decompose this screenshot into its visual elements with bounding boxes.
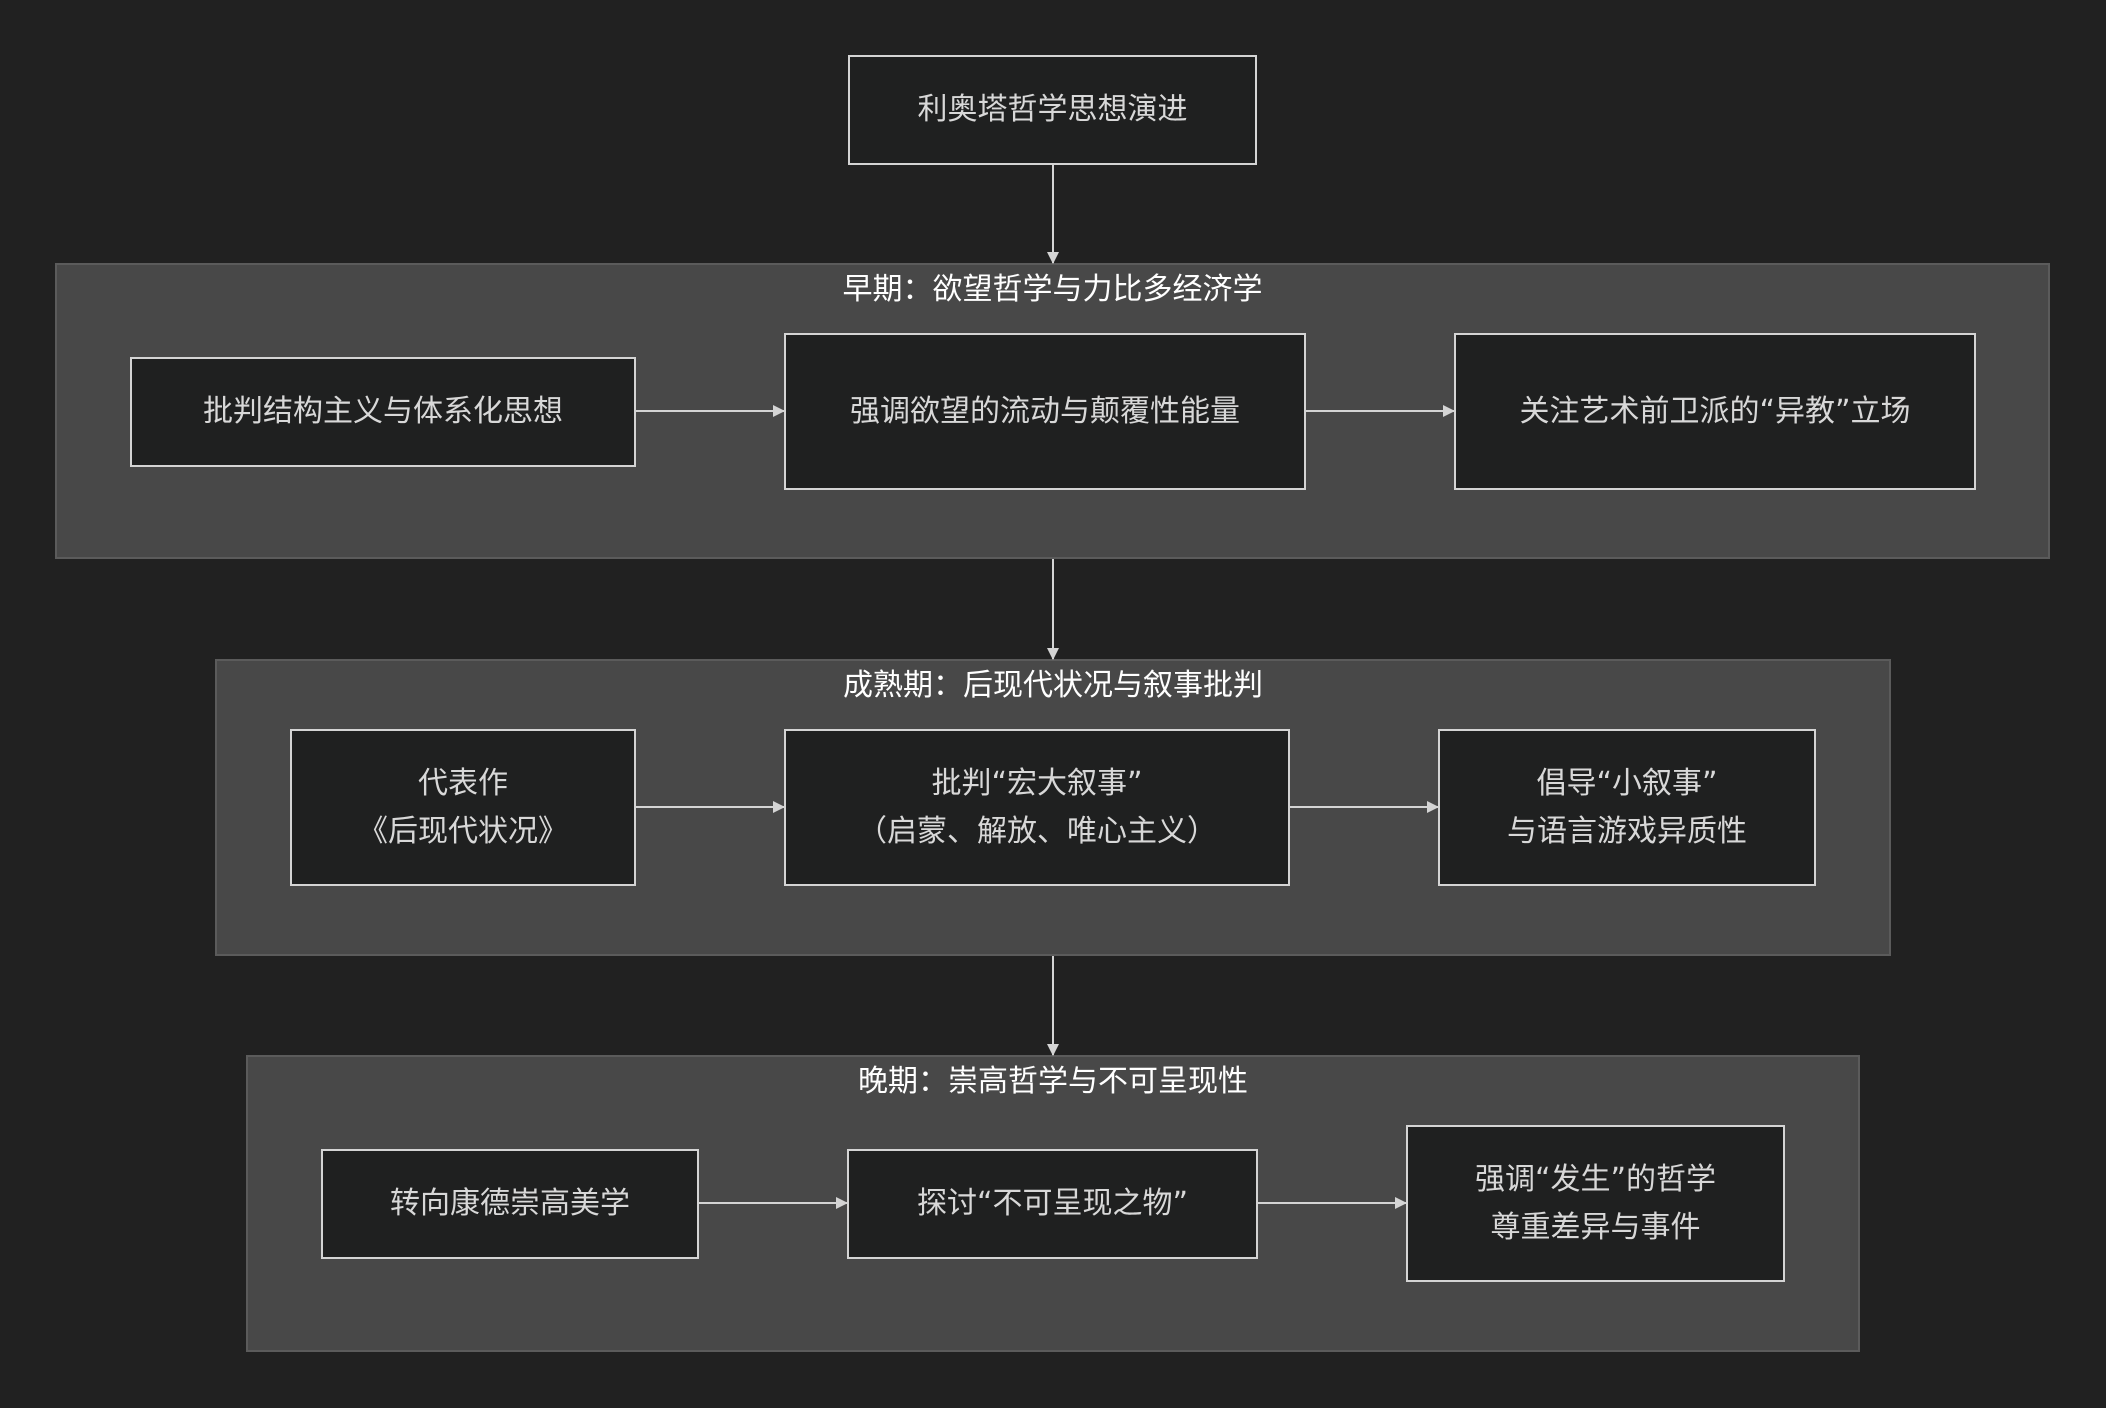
node-label: 关注艺术前卫派的“异教”立场 xyxy=(1519,393,1911,429)
node-critique-structuralism: 批判结构主义与体系化思想 xyxy=(130,357,636,467)
node-avant-garde-pagan: 关注艺术前卫派的“异教”立场 xyxy=(1454,333,1976,490)
node-label: 探讨“不可呈现之物” xyxy=(916,1186,1189,1221)
root-node-label: 利奥塔哲学思想演进 xyxy=(917,92,1188,127)
cluster-late-title: 晚期：崇高哲学与不可呈现性 xyxy=(248,1057,1858,1125)
node-label: 代表作 《后现代状况》 xyxy=(358,765,568,849)
cluster-mature-title: 成熟期：后现代状况与叙事批判 xyxy=(217,661,1889,729)
node-grand-narratives: 批判“宏大叙事” （启蒙、解放、唯心主义） xyxy=(784,729,1290,886)
node-event-difference: 强调“发生”的哲学 尊重差异与事件 xyxy=(1406,1125,1785,1282)
node-unpresentable: 探讨“不可呈现之物” xyxy=(847,1149,1258,1259)
node-label: 批判“宏大叙事” （启蒙、解放、唯心主义） xyxy=(857,765,1217,849)
node-desire-flow: 强调欲望的流动与颠覆性能量 xyxy=(784,333,1306,490)
cluster-late-title-text: 晚期：崇高哲学与不可呈现性 xyxy=(858,1064,1248,1099)
cluster-early-title: 早期：欲望哲学与力比多经济学 xyxy=(57,265,2048,333)
node-little-narratives: 倡导“小叙事” 与语言游戏异质性 xyxy=(1438,729,1816,886)
node-label: 强调“发生”的哲学 尊重差异与事件 xyxy=(1474,1161,1717,1245)
root-node: 利奥塔哲学思想演进 xyxy=(848,55,1257,165)
node-kant-sublime: 转向康德崇高美学 xyxy=(321,1149,699,1259)
cluster-early-title-text: 早期：欲望哲学与力比多经济学 xyxy=(842,272,1263,307)
node-postmodern-condition: 代表作 《后现代状况》 xyxy=(290,729,636,886)
node-label: 转向康德崇高美学 xyxy=(390,1186,630,1221)
node-label: 强调欲望的流动与颠覆性能量 xyxy=(850,393,1240,429)
node-label: 倡导“小叙事” 与语言游戏异质性 xyxy=(1507,765,1747,849)
node-label: 批判结构主义与体系化思想 xyxy=(203,394,563,429)
cluster-mature-title-text: 成熟期：后现代状况与叙事批判 xyxy=(843,668,1263,703)
